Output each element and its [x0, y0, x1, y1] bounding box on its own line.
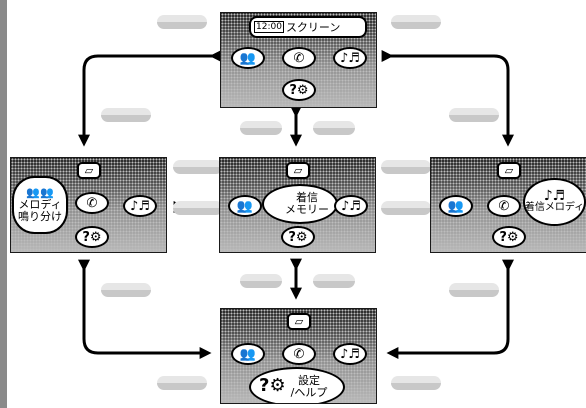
phonebook-group-icon: 👥👥 [26, 186, 54, 199]
label-placeholder [449, 283, 499, 297]
clock-display: 12:00 [254, 21, 284, 33]
mail-icon[interactable]: ▱ [286, 162, 310, 179]
screen-left: ▱ 👥👥 メロディ 鳴り分け ✆ ♪♬ ?⚙ [10, 157, 167, 253]
music-icon[interactable]: ♪♬ [123, 195, 157, 217]
arrow-bottom-left [78, 259, 212, 359]
screen-bottom: ▱ 👥 ✆ ♪♬ 設定 /ヘルプ ?⚙ [220, 308, 377, 404]
screen-label-line1: 設定 [298, 374, 320, 387]
label-placeholder [157, 376, 207, 390]
settings-icon[interactable]: ?⚙ [281, 226, 315, 248]
label-placeholder [240, 274, 282, 288]
mail-icon[interactable]: ▱ [77, 162, 101, 179]
label-placeholder [449, 108, 499, 122]
sidebar-strip [0, 0, 7, 408]
arrow-top-right [381, 50, 514, 147]
music-icon: ♪♬ [543, 188, 566, 204]
arrow-top-left [78, 50, 222, 147]
screen-label-box: 12:00 スクリーン [249, 16, 367, 38]
label-placeholder [381, 201, 431, 215]
settings-icon[interactable]: ?⚙ [75, 226, 109, 248]
screen-label-line2: メモリー [285, 203, 329, 216]
mail-icon[interactable]: ▱ [287, 313, 311, 330]
phone-icon[interactable]: ✆ [487, 195, 521, 217]
settings-icon[interactable]: ?⚙ [492, 226, 526, 248]
phone-icon[interactable]: ✆ [282, 47, 316, 69]
music-icon[interactable]: ♪♬ [333, 343, 367, 365]
screen-label-line2: 鳴り分け [18, 210, 62, 223]
screen-right: ▱ 👥 ✆ ♪♬ 着信メロディ ?⚙ [430, 157, 586, 253]
screen-label-bubble: ♪♬ 着信メロディ [523, 178, 586, 226]
screen-label-line1: メロディ [18, 198, 62, 211]
screen-top: 12:00 スクリーン 👥 ✆ ♪♬ ?⚙ [220, 12, 377, 108]
phone-icon[interactable]: ✆ [282, 343, 316, 365]
screen-label-line2: /ヘルプ [290, 386, 328, 399]
phonebook-icon[interactable]: 👥 [228, 195, 262, 217]
settings-icon[interactable]: ?⚙ [282, 79, 316, 101]
label-placeholder [101, 108, 151, 122]
phone-icon[interactable]: ✆ [75, 192, 109, 214]
settings-icon[interactable]: ?⚙ [259, 375, 286, 396]
label-placeholder [381, 160, 431, 174]
screen-label-bubble: 設定 /ヘルプ [249, 367, 345, 403]
screen-label-line1: 着信 [296, 191, 318, 204]
phonebook-icon[interactable]: 👥 [439, 195, 473, 217]
screen-center: ▱ 👥 着信 メモリー ♪♬ ?⚙ [219, 157, 376, 253]
music-icon[interactable]: ♪♬ [333, 47, 367, 69]
label-placeholder [391, 15, 441, 29]
screen-label-bubble: 👥👥 メロディ 鳴り分け [12, 176, 68, 234]
phonebook-icon[interactable]: 👥 [231, 343, 265, 365]
mail-icon[interactable]: ▱ [497, 162, 521, 179]
screen-label-bubble: 着信 メモリー [262, 184, 338, 224]
label-placeholder [173, 201, 223, 215]
label-placeholder [313, 274, 355, 288]
screen-label: スクリーン [285, 21, 341, 34]
label-placeholder [313, 121, 355, 135]
label-placeholder [391, 376, 441, 390]
label-placeholder [173, 160, 223, 174]
label-placeholder [240, 121, 282, 135]
label-placeholder [101, 283, 151, 297]
screen-label-line1: 着信メロディ [524, 202, 585, 213]
phonebook-icon[interactable]: 👥 [231, 47, 265, 69]
arrow-bottom-right [386, 259, 514, 359]
music-icon[interactable]: ♪♬ [334, 195, 368, 217]
label-placeholder [157, 15, 207, 29]
